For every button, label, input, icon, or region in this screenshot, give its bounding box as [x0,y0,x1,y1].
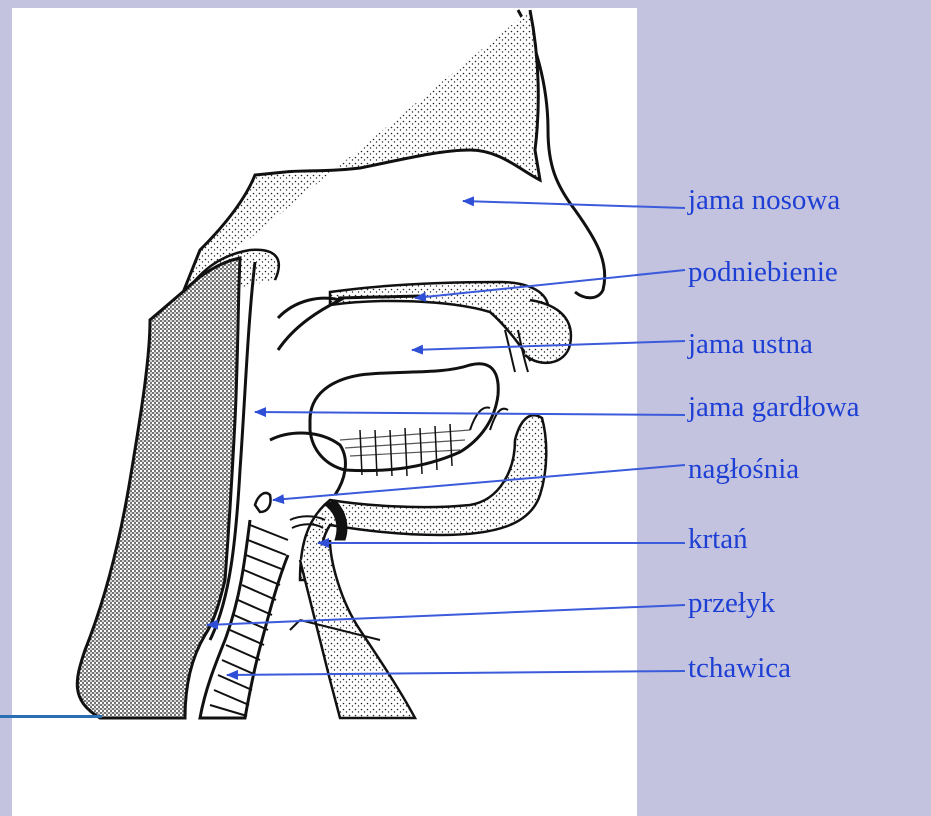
pointer-trachea [227,671,685,675]
label-oral-cavity: jama ustna [688,327,813,361]
label-esophagus: przełyk [688,586,775,620]
accent-underline [0,715,102,718]
label-palate: podniebienie [688,255,838,289]
pointer-esophagus [207,605,685,625]
esophagus-tube [290,540,415,718]
palate-shape [278,282,548,360]
pointer-epiglottis [273,465,685,500]
label-trachea: tchawica [688,651,791,685]
label-larynx: krtań [688,522,748,556]
label-pharyngeal-cavity: jama gardłowa [688,390,860,424]
tongue [310,364,498,476]
label-epiglottis: nagłośnia [688,452,799,486]
label-nasal-cavity: jama nosowa [688,183,840,217]
